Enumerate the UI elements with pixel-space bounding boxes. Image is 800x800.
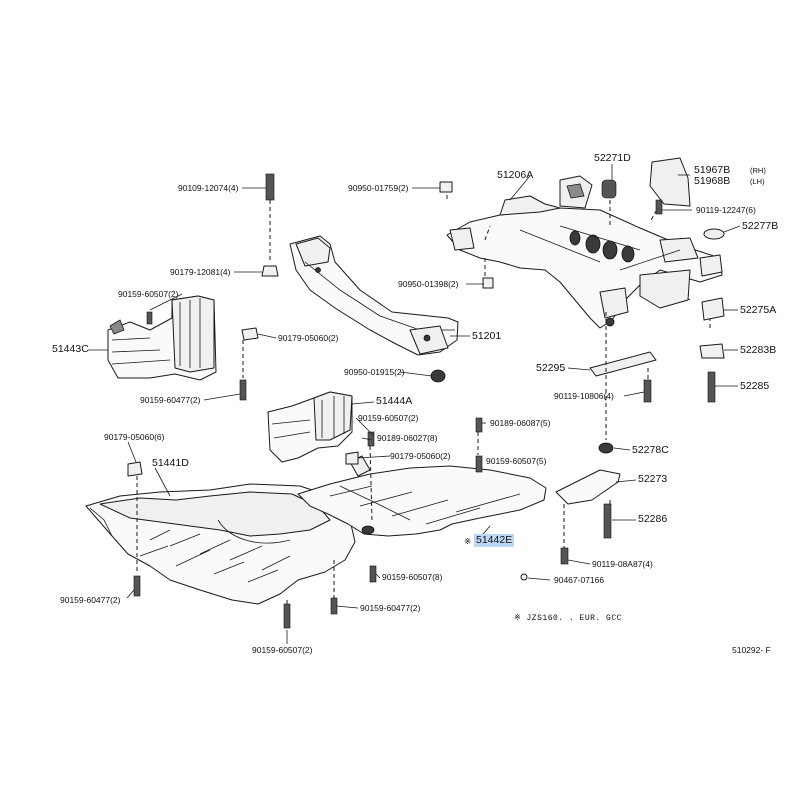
applicability-note: ※ JZS160. . EUR. GCC [514, 614, 622, 623]
label-51444A: 51444A [376, 395, 413, 407]
label-90159-60507-d: 90159-60507(8) [382, 572, 443, 582]
label-51441D: 51441D [152, 457, 189, 469]
label-51968B: 51968B [694, 175, 731, 187]
label-51968B-side: (LH) [750, 177, 765, 186]
label-51443C: 51443C [52, 343, 89, 355]
label-90179-05060-c: 90179-05060(2) [390, 451, 451, 461]
label-90119-12247: 90119-12247(6) [696, 205, 756, 215]
label-90119-08A87: 90119-08A87(4) [592, 559, 653, 569]
label-90159-60507-a: 90159-60507(2) [118, 289, 179, 299]
label-90189-06087: 90189-06087(5) [490, 418, 551, 428]
leader-lines [88, 164, 741, 644]
bracket-51443C [107, 295, 217, 381]
label-51967B-side: (RH) [750, 166, 766, 175]
label-52295: 52295 [536, 362, 566, 374]
label-52275A: 52275A [740, 304, 777, 316]
diagram-id: 510292- F [732, 645, 771, 655]
label-90179-12081: 90179-12081(4) [170, 267, 231, 277]
label-51442E-mark: ※ [464, 536, 472, 546]
stud-90109 [265, 173, 275, 201]
rear-suspension-member [446, 175, 723, 329]
label-51442E[interactable]: 51442E [474, 534, 515, 547]
label-90179-05060-a: 90179-05060(2) [278, 333, 339, 343]
label-52277B: 52277B [742, 220, 779, 232]
label-90189-06027: 90189-06027(8) [377, 433, 438, 443]
label-52283B: 52283B [740, 344, 777, 356]
label-90159-60507-e: 90159-60507(2) [252, 645, 313, 655]
fasteners [127, 157, 725, 629]
label-90950-01759: 90950-01759(2) [348, 183, 409, 193]
label-52285: 52285 [740, 380, 770, 392]
label-90159-60477-c: 90159-60477(2) [360, 603, 421, 613]
label-90950-01915: 90950-01915(2) [344, 367, 405, 377]
label-90119-10806: 90119-10806(4) [554, 391, 614, 401]
label-51206A: 51206A [497, 169, 534, 181]
label-90467-07166: 90467-07166 [554, 575, 605, 585]
bracket-51444A [267, 391, 353, 463]
label-90179-05060-b: 90179-05060(6) [104, 432, 165, 442]
assembly-guide-lines [136, 188, 711, 620]
plate-52273 [555, 469, 621, 505]
label-90159-60477-b: 90159-60477(2) [60, 595, 121, 605]
stopper-rod-52295 [589, 351, 657, 377]
label-90159-60507-c: 90159-60507(5) [486, 456, 547, 466]
label-52273: 52273 [638, 473, 668, 485]
crossmember-51201 [289, 235, 459, 356]
label-90950-01398: 90950-01398(2) [398, 279, 459, 289]
label-90159-60477-a: 90159-60477(2) [140, 395, 201, 405]
engine-undercover-51441D [85, 483, 356, 605]
label-90109-12074: 90109-12074(4) [178, 183, 239, 193]
label-52278C: 52278C [632, 444, 669, 456]
label-51967B: 51967B [694, 164, 731, 176]
label-52271D: 52271D [594, 152, 631, 164]
label-52286: 52286 [638, 513, 668, 525]
label-51201: 51201 [472, 330, 502, 342]
label-90159-60507-b: 90159-60507(2) [358, 413, 419, 423]
